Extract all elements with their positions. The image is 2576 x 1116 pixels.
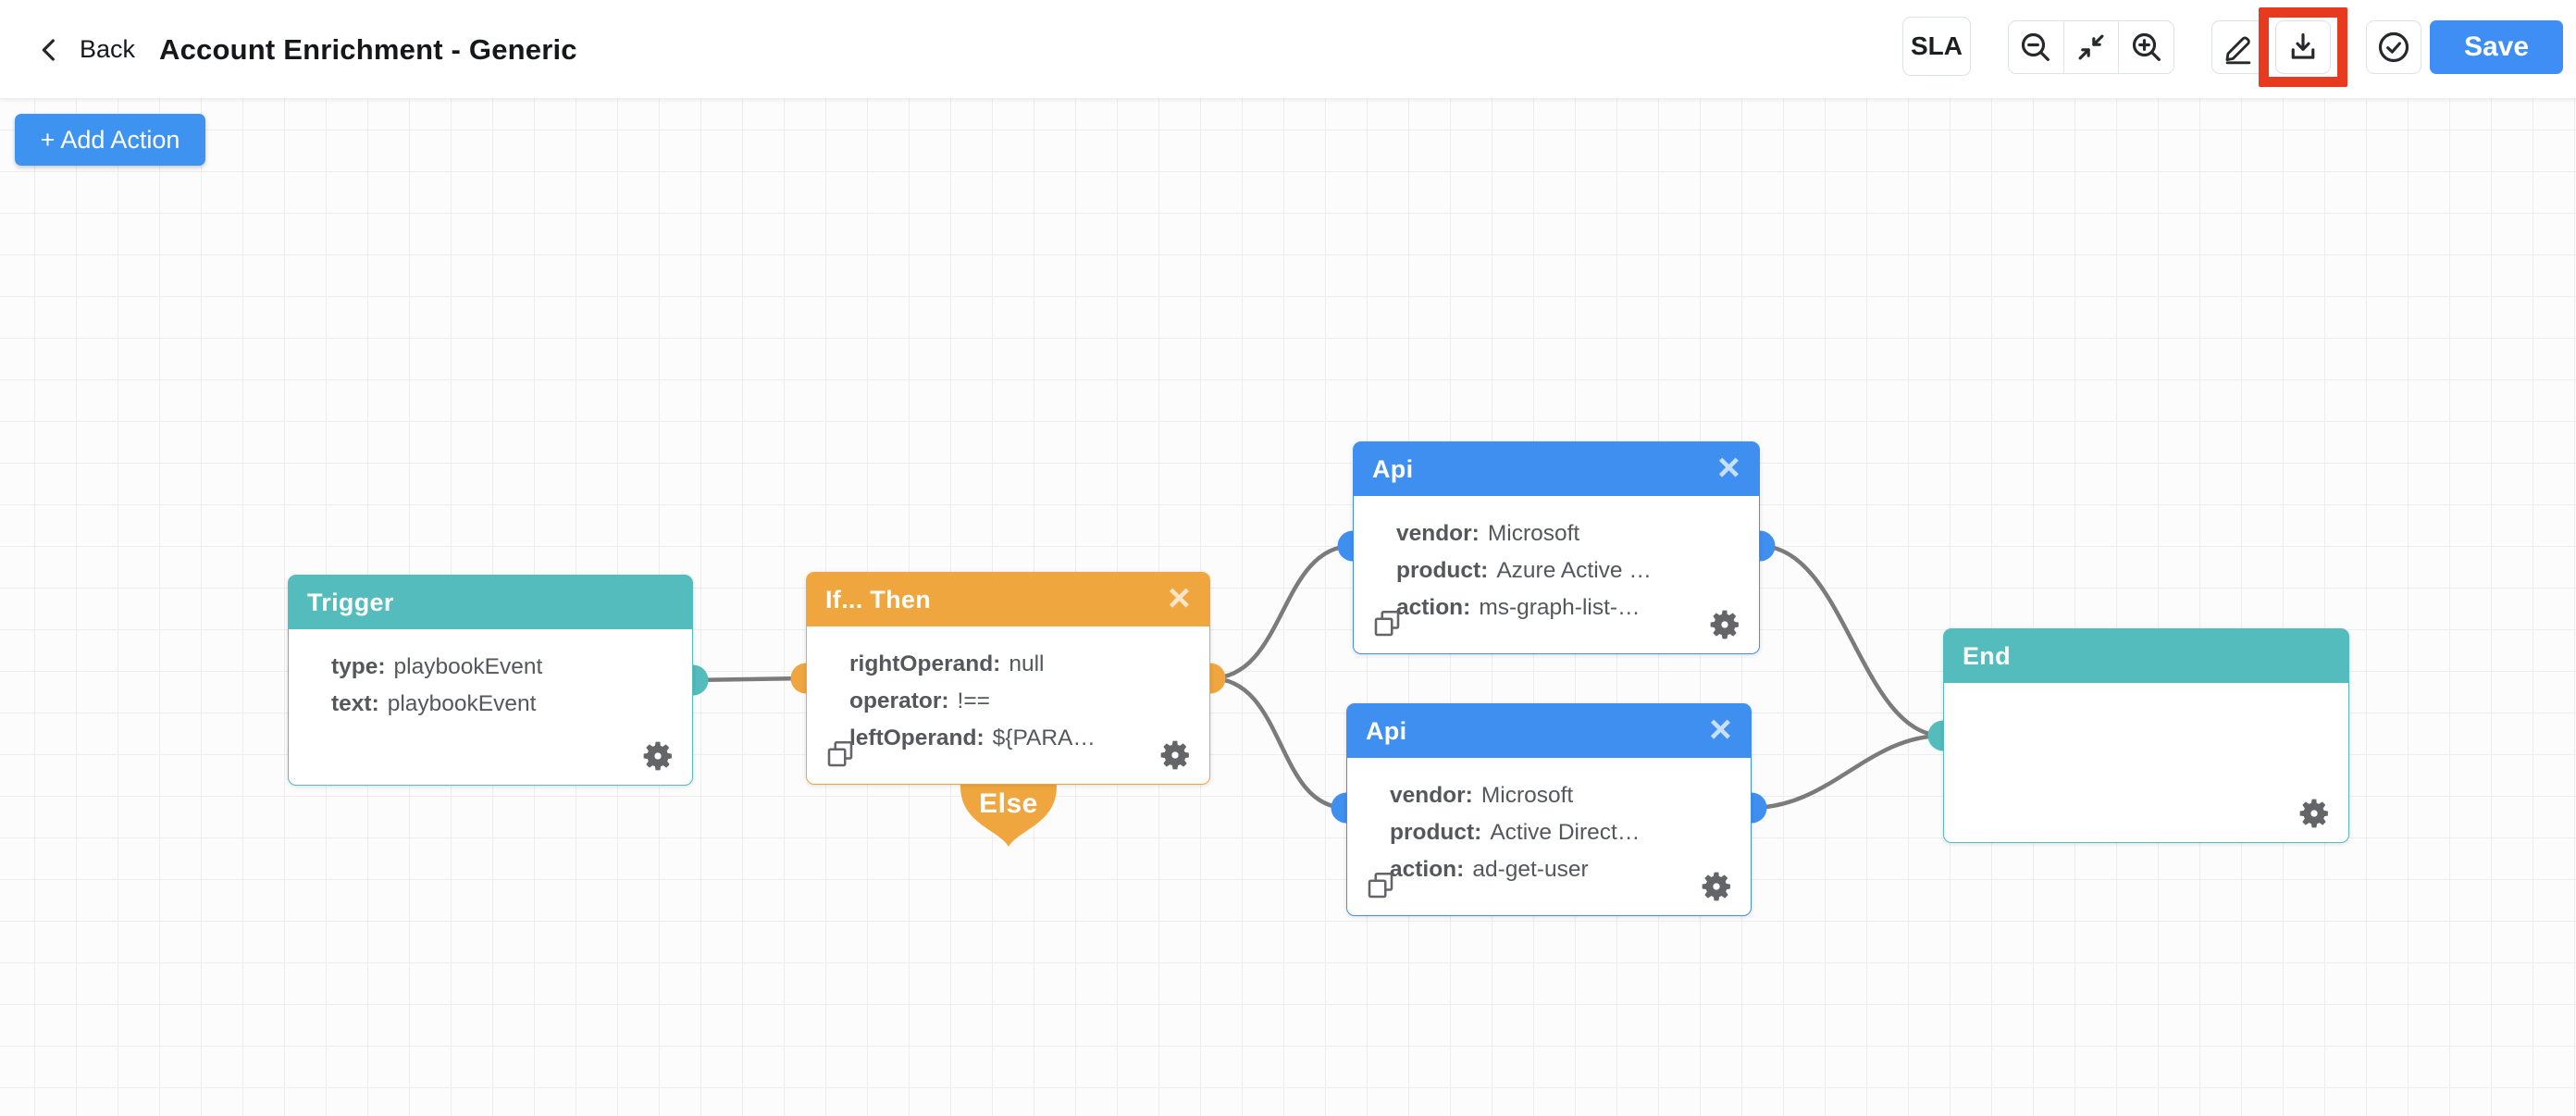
node-api-top[interactable]: Api × vendor:Microsoft product:Azure Act… [1353,441,1760,654]
node-body: rightOperand:null operator:!== leftOpera… [807,626,1209,757]
node-param-line: vendor:Microsoft [1390,783,1574,808]
wire-trigger-ifthen [690,676,809,683]
back-button[interactable]: Back [35,0,135,99]
close-icon[interactable]: × [1168,576,1191,619]
validate-button[interactable] [2366,20,2421,74]
wire-ifthen-api-top [1208,543,1356,681]
node-title: Api [1366,716,1407,745]
save-button[interactable]: Save [2430,20,2563,74]
zoom-control-group [2008,20,2174,74]
node-end-header[interactable]: End [1944,629,2348,683]
node-trigger[interactable]: Trigger type:playbookEvent text:playbook… [288,575,693,786]
settings-gear-icon[interactable] [640,738,675,774]
wire-api-top-end [1757,543,1946,738]
zoom-in-button[interactable] [2118,21,2174,73]
node-title: If... Then [825,585,931,614]
node-param-line: leftOperand:${PARA… [849,725,1096,750]
settings-gear-icon[interactable] [2297,796,2332,831]
pencil-icon [2225,36,2250,65]
compress-arrows-icon [2078,34,2104,60]
node-param-line: text:playbookEvent [331,691,537,716]
node-title: End [1963,641,2011,670]
close-icon[interactable]: × [1717,445,1740,489]
node-ifthen[interactable]: If... Then × rightOperand:null operator:… [806,572,1210,785]
wire-ifthen-api-bottom [1208,676,1349,811]
node-api-bottom[interactable]: Api × vendor:Microsoft product:Active Di… [1346,703,1752,916]
playbook-canvas[interactable]: + Add Action Else Trigger type:playbookE… [0,99,2576,1116]
node-body [1944,683,2348,702]
node-param-line: product:Active Direct… [1390,820,1641,845]
duplicate-icon[interactable] [1364,869,1397,902]
node-param-line: product:Azure Active … [1396,558,1652,583]
node-body: vendor:Microsoft product:Azure Active … … [1354,496,1759,626]
node-param-line: action:ms-graph-list-… [1396,595,1641,620]
node-title: Trigger [307,588,394,616]
sla-label: SLA [1911,31,1963,60]
chevron-left-icon [42,38,55,61]
edit-button[interactable] [2211,20,2264,74]
check-circle-icon [2378,31,2409,63]
duplicate-icon[interactable] [824,738,857,771]
duplicate-icon[interactable] [1370,607,1404,640]
node-end[interactable]: End [1943,628,2349,843]
node-ifthen-header[interactable]: If... Then × [807,573,1209,626]
add-action-button[interactable]: + Add Action [15,114,205,166]
back-label: Back [80,35,136,63]
node-param-line: rightOperand:null [849,651,1045,676]
close-icon[interactable]: × [1709,707,1732,750]
top-bar: Back Account Enrichment - Generic SLA [0,0,2576,99]
wire-api-bottom-end [1749,733,1946,811]
settings-gear-icon[interactable] [1707,607,1742,642]
node-title: Api [1372,454,1414,483]
page-title: Account Enrichment - Generic [159,32,577,66]
zoom-out-button[interactable] [2009,21,2063,73]
node-param-line: action:ad-get-user [1390,857,1589,882]
settings-gear-icon[interactable] [1699,869,1734,904]
download-tray-icon [2291,32,2315,59]
magnifier-plus-icon [2132,32,2161,61]
settings-gear-icon[interactable] [1158,738,1193,773]
node-param-line: operator:!== [849,688,990,713]
magnifier-minus-icon [2022,32,2050,61]
node-api-header[interactable]: Api × [1354,442,1759,496]
node-api-header[interactable]: Api × [1347,704,1751,758]
download-button[interactable] [2275,20,2331,74]
node-trigger-header[interactable]: Trigger [289,576,692,629]
save-label: Save [2463,31,2530,62]
sla-button[interactable]: SLA [1902,17,1971,76]
else-label: Else [979,788,1038,819]
node-body: vendor:Microsoft product:Active Direct… … [1347,758,1751,888]
zoom-fit-button[interactable] [2062,21,2119,73]
node-body: type:playbookEvent text:playbookEvent [289,629,692,723]
add-action-label: + Add Action [40,125,180,154]
node-param-line: type:playbookEvent [331,654,543,679]
node-param-line: vendor:Microsoft [1396,521,1580,546]
